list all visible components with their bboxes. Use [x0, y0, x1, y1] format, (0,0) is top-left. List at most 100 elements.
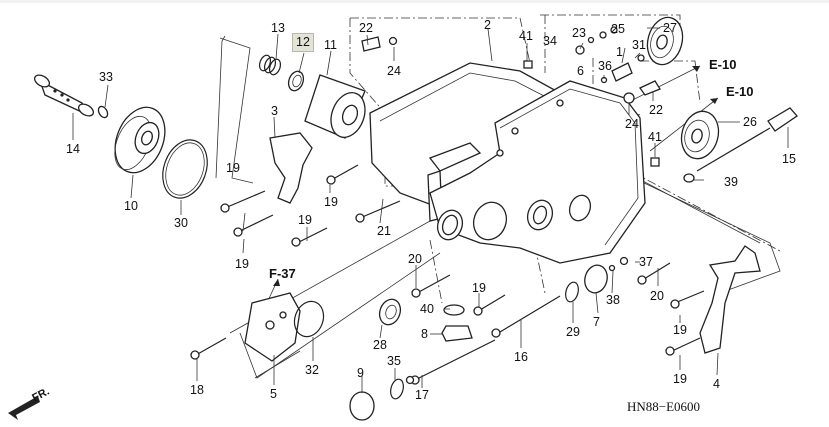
part-39-o-ring: [683, 173, 695, 183]
part-25-nut: [610, 26, 618, 34]
callout-11[interactable]: 11: [324, 38, 337, 52]
part-15-dipstick: [696, 107, 798, 172]
callout-3[interactable]: 3: [271, 104, 278, 118]
callout-19-f[interactable]: 19: [673, 323, 687, 337]
part-37-washer: [619, 256, 629, 266]
part-24-washer: [623, 92, 635, 104]
part-7-plug: [584, 264, 608, 294]
bolts-19: [220, 164, 705, 356]
part-13-spring: [258, 54, 282, 76]
part-23-washer: [587, 36, 595, 44]
reference-e10-upper[interactable]: E-10: [709, 57, 737, 72]
part-14-oil-strainer: [33, 74, 95, 117]
bolt-17: [414, 339, 496, 381]
part-41-dowel-pin: [523, 60, 533, 69]
part-22-bolt-upper: [361, 36, 381, 52]
bolt-20: [416, 274, 451, 294]
callout-23[interactable]: 23: [572, 26, 586, 40]
callout-35[interactable]: 35: [387, 354, 401, 368]
reference-f37[interactable]: F-37: [269, 266, 296, 281]
callout-19-b[interactable]: 19: [324, 195, 338, 209]
callout-19-g[interactable]: 19: [673, 372, 687, 386]
callout-8[interactable]: 8: [421, 327, 428, 341]
callout-2[interactable]: 2: [484, 18, 491, 32]
callout-34[interactable]: 34: [543, 34, 557, 48]
part-33-washer: [97, 105, 109, 119]
front-direction-arrow: [8, 396, 40, 420]
callout-5[interactable]: 5: [270, 387, 277, 401]
part-24-washer-upper: [388, 36, 398, 46]
callout-19-c[interactable]: 19: [298, 213, 312, 227]
callout-18[interactable]: 18: [190, 383, 204, 397]
callout-12-highlighted[interactable]: 12: [292, 33, 314, 52]
callout-25[interactable]: 25: [611, 22, 625, 36]
part-23-nut: [599, 31, 607, 39]
callout-15[interactable]: 15: [782, 152, 796, 166]
bolt-16: [494, 295, 561, 336]
part-4-bracket: [699, 245, 761, 354]
part-9-plug: [349, 391, 375, 421]
callout-40[interactable]: 40: [420, 302, 434, 316]
part-28-oil-seal: [378, 298, 402, 326]
part-41-dowel-pin-lower: [650, 157, 660, 167]
callout-21[interactable]: 21: [377, 224, 391, 238]
callout-37[interactable]: 37: [639, 255, 653, 269]
part-27-bearing: [646, 16, 684, 66]
part-29-o-ring: [565, 281, 579, 303]
callout-26[interactable]: 26: [743, 115, 757, 129]
callout-19-d[interactable]: 19: [235, 257, 249, 271]
callout-14[interactable]: 14: [66, 142, 80, 156]
callout-30[interactable]: 30: [174, 216, 188, 230]
part-6-dowel: [575, 45, 585, 55]
part-35-o-ring: [390, 378, 404, 400]
callout-13[interactable]: 13: [271, 21, 285, 35]
callout-16[interactable]: 16: [514, 350, 528, 364]
callout-27[interactable]: 27: [663, 21, 677, 35]
callout-24-upper[interactable]: 24: [387, 64, 401, 78]
callout-33[interactable]: 33: [99, 70, 113, 84]
part-1-check-valve: [611, 62, 633, 82]
part-30-o-ring: [162, 139, 208, 199]
callout-20-left[interactable]: 20: [408, 252, 422, 266]
callout-7[interactable]: 7: [593, 315, 600, 329]
callout-20-right[interactable]: 20: [650, 289, 664, 303]
callout-32[interactable]: 32: [305, 363, 319, 377]
part-11-oil-filter: [304, 74, 366, 139]
callout-19-e[interactable]: 19: [472, 281, 486, 295]
callout-31[interactable]: 31: [632, 38, 646, 52]
bracket-oring: [219, 37, 254, 184]
callout-10[interactable]: 10: [124, 199, 138, 213]
callout-6[interactable]: 6: [577, 64, 584, 78]
arrow-head: [692, 66, 700, 72]
diagram-code: HN88−E0600: [627, 399, 701, 414]
callout-22-lower[interactable]: 22: [649, 103, 663, 117]
bolt-21: [359, 200, 401, 219]
callout-1[interactable]: 1: [616, 45, 623, 59]
callout-38[interactable]: 38: [606, 293, 620, 307]
part-38-washer: [608, 264, 616, 272]
callout-41-upper[interactable]: 41: [519, 29, 533, 43]
part-8-drain-plug: [441, 325, 473, 342]
part-31-washer: [637, 54, 645, 62]
part-32-o-ring: [293, 300, 325, 338]
callout-22-upper[interactable]: 22: [359, 21, 373, 35]
callout-36[interactable]: 36: [598, 59, 612, 73]
callout-29[interactable]: 29: [566, 325, 580, 339]
callout-41-lower[interactable]: 41: [648, 130, 662, 144]
bolt-20-right: [643, 262, 671, 280]
callout-4[interactable]: 4: [713, 377, 720, 391]
part-26-bearing: [680, 110, 720, 160]
crankcase-body: [429, 80, 646, 264]
part-12-washer: [287, 70, 305, 92]
callout-28[interactable]: 28: [373, 338, 387, 352]
leader-lines: [72, 27, 789, 393]
reference-e10-lower[interactable]: E-10: [726, 84, 754, 99]
callout-9[interactable]: 9: [357, 366, 364, 380]
callout-24-lower[interactable]: 24: [625, 117, 639, 131]
part-22-bolt: [639, 80, 661, 96]
callout-19-a[interactable]: 19: [226, 161, 240, 175]
part-10-rotor: [114, 106, 166, 174]
callout-17[interactable]: 17: [415, 388, 429, 402]
callout-39[interactable]: 39: [724, 175, 738, 189]
